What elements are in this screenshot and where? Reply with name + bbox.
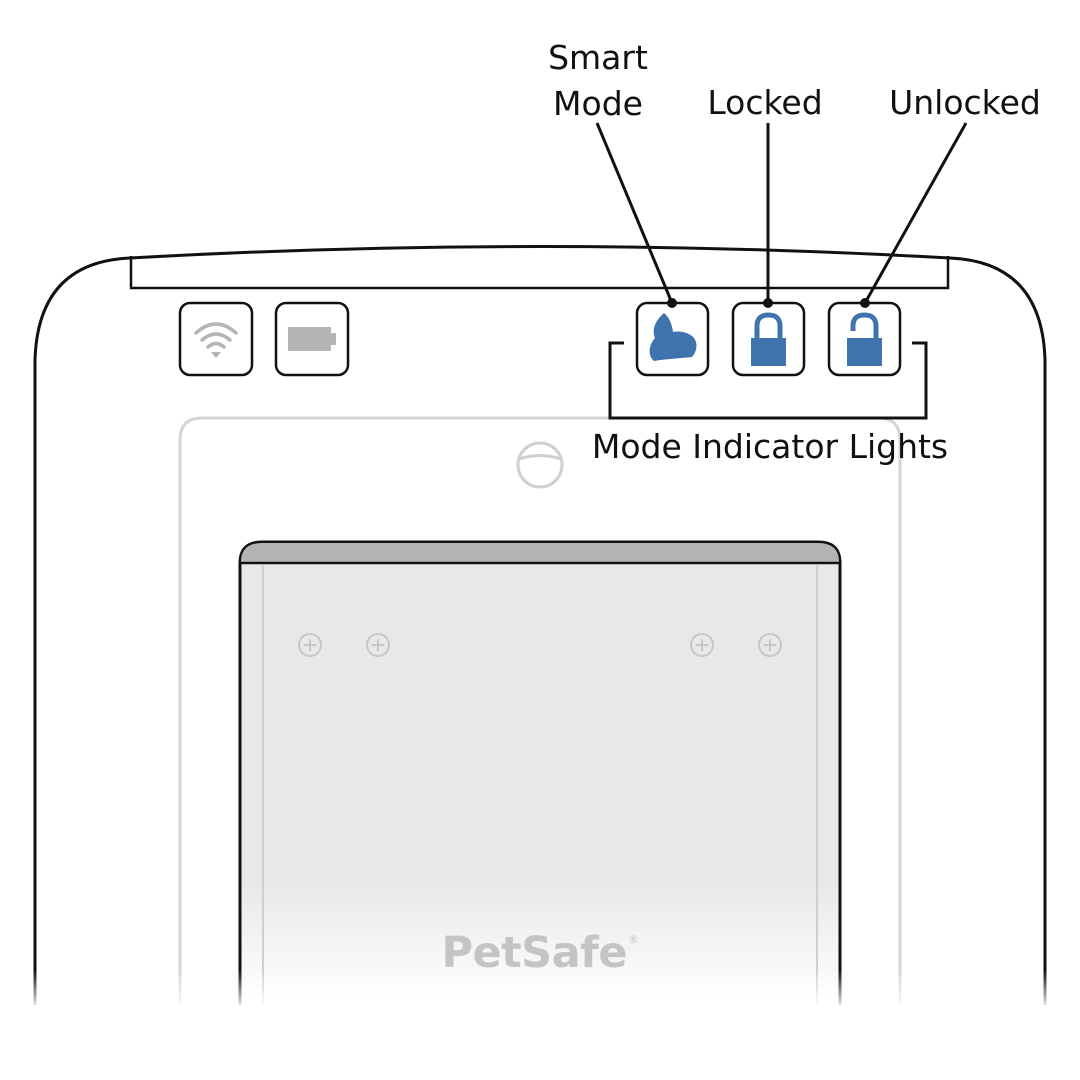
smart-mode-label: Smart Mode <box>538 35 658 127</box>
top-strip <box>129 256 950 290</box>
callout-lines <box>595 122 968 304</box>
callout-dots <box>667 298 870 308</box>
locked-label: Locked <box>707 83 823 122</box>
padlock-open-icon <box>847 312 882 366</box>
screw-icon <box>366 633 390 657</box>
flap-recess <box>178 416 902 1005</box>
pet-flap <box>238 540 842 1005</box>
brand-name: PetSafe <box>441 928 628 978</box>
battery-button[interactable] <box>274 301 350 377</box>
smart-mode-label-line1: Smart <box>548 38 648 77</box>
sensor-icon <box>516 441 564 489</box>
battery-icon <box>288 327 331 351</box>
screw-icon <box>298 633 322 657</box>
brand-logo: PetSafe® <box>390 928 690 978</box>
screw-icon <box>758 633 782 657</box>
mode-lights-bracket <box>608 341 928 420</box>
unlocked-label: Unlocked <box>889 83 1041 122</box>
registered-mark: ® <box>628 933 639 946</box>
screw-icon <box>690 633 714 657</box>
wifi-button[interactable] <box>178 301 254 377</box>
mode-indicator-lights-label: Mode Indicator Lights <box>591 427 949 466</box>
pet-head-icon <box>649 313 697 361</box>
smart-mode-indicator[interactable] <box>635 301 710 377</box>
locked-indicator[interactable] <box>731 301 806 377</box>
wifi-icon <box>194 322 238 349</box>
unlocked-indicator[interactable] <box>827 301 902 377</box>
smart-mode-label-line2: Mode <box>553 84 643 123</box>
door-body-outline <box>33 245 1047 1005</box>
padlock-closed-icon <box>751 312 786 366</box>
